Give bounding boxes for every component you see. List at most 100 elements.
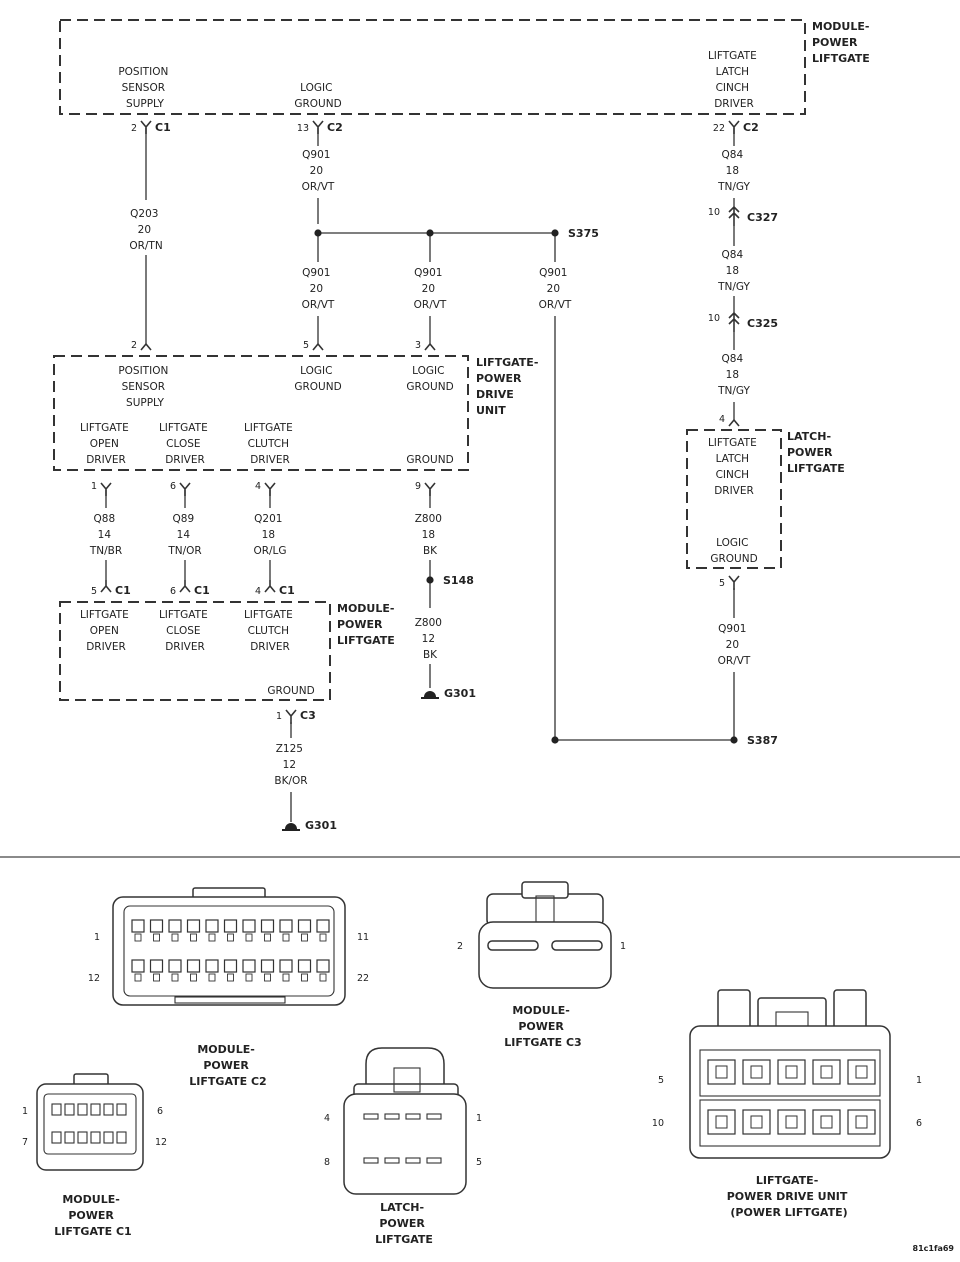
pdu-cavity-terminal <box>715 1115 728 1129</box>
module-title-top: MODULE- POWER LIFTGATE <box>812 20 873 65</box>
ground-icon-g301-a <box>424 691 436 697</box>
pin-number-c325: 10 <box>708 313 720 324</box>
c2-cavity-lock <box>134 933 142 942</box>
latch-power-liftgate-box <box>686 429 782 569</box>
c2-cavity <box>223 959 238 973</box>
pin-symbol-pdu-6 <box>179 482 191 496</box>
c2-cavity-lock <box>319 933 327 942</box>
pin-symbol-c325 <box>728 311 740 332</box>
connector-id-top-c2-latch: C2 <box>743 121 759 134</box>
pin-number-latch-5: 5 <box>719 578 725 589</box>
c1-face <box>43 1093 137 1155</box>
c2-cavity <box>168 919 182 933</box>
c2-cavity-lock <box>282 933 290 942</box>
c2-cavity-grid <box>131 919 330 982</box>
c3-pin-1: 1 <box>620 941 626 952</box>
pdu-cavity <box>742 1109 771 1135</box>
circuit-pdu-position-sensor-supply: POSITION SENSOR SUPPLY <box>118 365 171 409</box>
circuit-low-close-driver: LIFTGATE CLOSE DRIVER <box>159 609 211 653</box>
splice-dot-s387 <box>730 736 738 744</box>
pin-symbol-latch-5 <box>728 575 740 590</box>
pin-symbol-low-c1-5 <box>100 580 112 593</box>
connector-id-low-c1-4: C1 <box>279 584 295 597</box>
splice-label-s387: S387 <box>747 734 778 747</box>
wire-label-q84-2: Q84 18 TN/GY <box>717 249 750 293</box>
circuit-low-clutch-driver: LIFTGATE CLUTCH DRIVER <box>244 609 296 653</box>
figure-code: 81c1fa69 <box>913 1244 955 1253</box>
latch-housing <box>343 1093 467 1195</box>
pin-symbol-low-c3 <box>285 709 297 724</box>
circuit-top-latch-cinch-driver: LIFTGATE LATCH CINCH DRIVER <box>708 50 760 110</box>
pin-number-pdu-4: 4 <box>255 481 261 492</box>
c1-cavity <box>51 1131 62 1144</box>
c2-cavity <box>131 919 145 933</box>
wire-label-q901-top: Q901 20 OR/VT <box>302 149 335 193</box>
latch-caption: LATCH- POWER LIFTGATE <box>375 1201 433 1246</box>
ground-label-g301-b: G301 <box>305 819 337 832</box>
c1-pin-12: 12 <box>155 1137 167 1148</box>
connector-id-c325: C325 <box>747 317 778 330</box>
splice-dot-1 <box>314 229 322 237</box>
wire-label-z800-2: Z800 12 BK <box>415 617 446 661</box>
wire-label-q88: Q88 14 TN/BR <box>89 513 122 557</box>
wire-label-q201: Q201 18 OR/LG <box>253 513 286 557</box>
pdu-pin-5: 5 <box>658 1075 664 1086</box>
module-power-liftgate-top-box <box>59 19 806 115</box>
c2-cavity-lock <box>301 973 308 982</box>
circuit-pdu-ground: GROUND <box>406 454 453 466</box>
circuit-low-open-driver: LIFTGATE OPEN DRIVER <box>80 609 132 653</box>
latch-pin-8: 8 <box>324 1157 330 1168</box>
pin-number-low-c3: 1 <box>276 711 282 722</box>
c2-housing <box>112 896 346 1006</box>
circuit-pdu-clutch-driver: LIFTGATE CLUTCH DRIVER <box>244 422 296 466</box>
pdu-cavity <box>812 1059 841 1085</box>
splice-dot-2 <box>426 229 434 237</box>
wire-label-q89: Q89 14 TN/OR <box>167 513 201 557</box>
splice-label-s375: S375 <box>568 227 599 240</box>
pin-symbol-low-c1-4 <box>264 580 276 593</box>
c2-cavity-lock <box>282 973 290 982</box>
c2-cavity-lock <box>171 933 179 942</box>
circuit-latch-cinch-driver: LIFTGATE LATCH CINCH DRIVER <box>708 437 760 497</box>
c2-cavity-lock <box>208 973 216 982</box>
c2-cavity <box>149 919 164 933</box>
module-title-pdu: LIFTGATE- POWER DRIVE UNIT <box>476 356 542 417</box>
splice-label-s148: S148 <box>443 574 474 587</box>
c1-cavity <box>77 1131 88 1144</box>
connector-view-c3 <box>478 881 612 989</box>
c2-cavity-lock <box>208 933 216 942</box>
c2-cavity-lock <box>227 933 234 942</box>
c2-cavity <box>260 919 275 933</box>
c1-pin-7: 7 <box>22 1137 28 1148</box>
c2-cavity <box>223 919 238 933</box>
ground-icon-g301-b <box>285 823 297 829</box>
wire-label-q203: Q203 20 OR/TN <box>129 208 162 252</box>
c2-cavity-lock <box>245 973 253 982</box>
pdu-cavity <box>812 1109 841 1135</box>
c2-cavity-lock <box>153 933 160 942</box>
wire-label-z800-1: Z800 18 BK <box>415 513 446 557</box>
wire-label-q901-b1: Q901 20 OR/VT <box>302 267 335 311</box>
pin-number-pdu-1: 1 <box>91 481 97 492</box>
circuit-pdu-close-driver: LIFTGATE CLOSE DRIVER <box>159 422 211 466</box>
pdu-caption: LIFTGATE- POWER DRIVE UNIT (POWER LIFTGA… <box>727 1174 852 1219</box>
liftgate-power-drive-unit-box <box>53 355 469 471</box>
c2-cavity-lock <box>264 933 271 942</box>
pin-number-pdu-5: 5 <box>303 340 309 351</box>
pin-symbol-pdu-1 <box>100 482 112 496</box>
c2-cavity <box>168 959 182 973</box>
c2-cavity <box>279 959 293 973</box>
latch-cavity <box>426 1113 442 1120</box>
c2-cavity-lock <box>264 973 271 982</box>
c2-cavity-lock <box>190 973 197 982</box>
pin-symbol-latch-4 <box>728 418 740 427</box>
c2-cavity-lock <box>171 973 179 982</box>
connector-id-low-c1-5: C1 <box>115 584 131 597</box>
latch-slot <box>393 1067 421 1093</box>
c2-cavity-lock <box>319 973 327 982</box>
wire-label-q84-1: Q84 18 TN/GY <box>717 149 750 193</box>
ground-label-g301-a: G301 <box>444 687 476 700</box>
pdu-pin-1: 1 <box>916 1075 922 1086</box>
